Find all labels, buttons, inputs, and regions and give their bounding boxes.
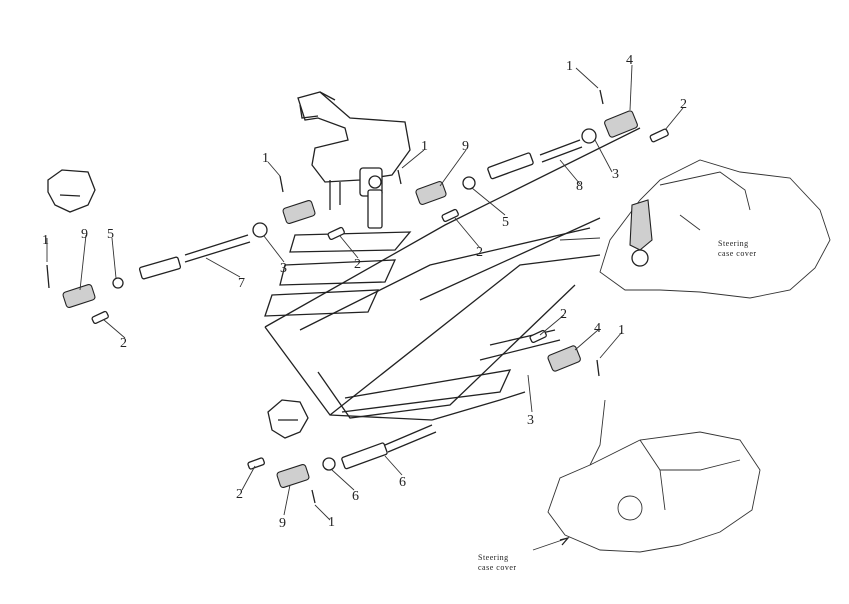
callout-4: 4 — [626, 53, 633, 68]
yoke-left-center — [282, 199, 316, 225]
lower-boot — [267, 399, 309, 439]
rod-8 — [462, 128, 597, 190]
steering-column-bracket — [297, 91, 411, 229]
callout-6: 6 — [352, 489, 359, 504]
callout-2: 2 — [354, 257, 361, 272]
left-boot-upper — [47, 169, 96, 213]
callout-6: 6 — [399, 475, 406, 490]
callout-1: 1 — [262, 151, 269, 166]
yoke-upper-right — [604, 110, 638, 138]
yoke-lower-right — [547, 345, 581, 372]
callout-1: 1 — [421, 139, 428, 154]
floor-panel — [264, 127, 641, 421]
callout-5: 5 — [502, 215, 509, 230]
lower-caption-line2: case cover — [478, 563, 517, 572]
callout-1: 1 — [618, 323, 625, 338]
callout-7: 7 — [238, 276, 245, 291]
upper-caption-line1: Steering — [718, 239, 749, 248]
yoke-lower — [276, 463, 310, 489]
callout-1: 1 — [42, 233, 49, 248]
callout-4: 4 — [594, 321, 601, 336]
callout-numbers: 1 4 2 1 1 9 3 8 5 2 2 3 1 9 5 7 2 2 4 1 … — [42, 53, 687, 531]
upper-caption: Steering case cover — [718, 239, 757, 258]
pin-middle — [441, 208, 459, 222]
callout-1: 1 — [328, 515, 335, 530]
callout-3: 3 — [527, 413, 534, 428]
callout-2: 2 — [560, 307, 567, 322]
callout-3: 3 — [280, 261, 287, 276]
lower-steering-case-cover — [547, 399, 761, 553]
rod-6 — [322, 424, 437, 471]
callout-3: 3 — [612, 167, 619, 182]
leader-lines — [46, 64, 684, 551]
yoke-left — [62, 283, 96, 309]
yoke-middle — [415, 180, 447, 206]
callout-1: 1 — [566, 59, 573, 74]
callout-2: 2 — [236, 487, 243, 502]
callout-9: 9 — [81, 227, 88, 242]
callout-8: 8 — [576, 179, 583, 194]
pin-left-center — [327, 226, 345, 240]
callout-5: 5 — [107, 227, 114, 242]
callout-9: 9 — [279, 516, 286, 531]
pin-lower — [247, 457, 265, 470]
upper-caption-line2: case cover — [718, 249, 757, 258]
callout-9: 9 — [462, 139, 469, 154]
lower-caption-line1: Steering — [478, 553, 509, 562]
callout-2: 2 — [476, 245, 483, 260]
cotter-pins — [46, 89, 604, 504]
callout-2: 2 — [680, 97, 687, 112]
lower-caption: Steering case cover — [478, 553, 517, 572]
pin-left — [91, 310, 109, 324]
rod-7 — [112, 222, 268, 289]
pin-upper-right — [649, 128, 669, 143]
upper-steering-case-cover — [559, 159, 831, 299]
callout-2: 2 — [120, 336, 127, 351]
